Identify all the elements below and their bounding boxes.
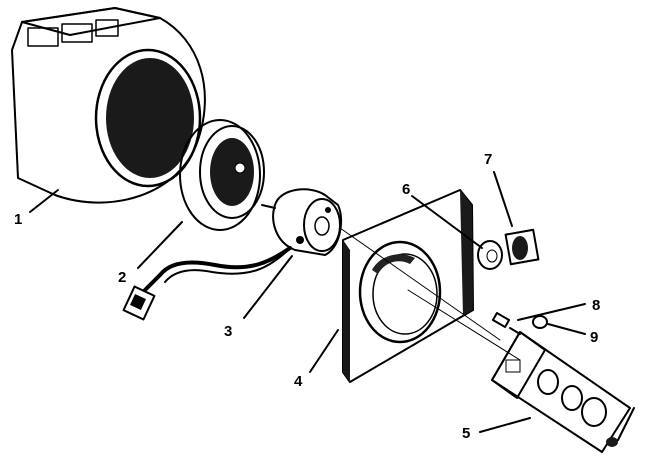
- bolt-part: [491, 312, 521, 335]
- mounting-plate: [342, 189, 474, 383]
- control-panel: [491, 331, 631, 453]
- callout-6: 6: [402, 181, 410, 198]
- callout-1: 1: [14, 211, 22, 228]
- blower-wheel: [179, 119, 265, 231]
- assembly-axis: [339, 227, 521, 361]
- callout-labels: 1 2 3 4 5 6 7 8 9: [14, 151, 600, 442]
- leader-lines: [29, 171, 635, 441]
- callout-7: 7: [484, 151, 492, 168]
- callout-9: 9: [590, 329, 598, 346]
- callout-3: 3: [224, 323, 232, 340]
- fastener-part: [606, 437, 618, 447]
- nut-part: [532, 315, 548, 329]
- blower-motor: [122, 188, 343, 321]
- callout-4: 4: [294, 373, 303, 390]
- relay-part: [504, 228, 540, 266]
- blower-housing: [11, 7, 206, 204]
- callout-8: 8: [592, 297, 600, 314]
- switch-part: [477, 240, 503, 270]
- callout-2: 2: [118, 269, 126, 286]
- callout-5: 5: [462, 425, 470, 442]
